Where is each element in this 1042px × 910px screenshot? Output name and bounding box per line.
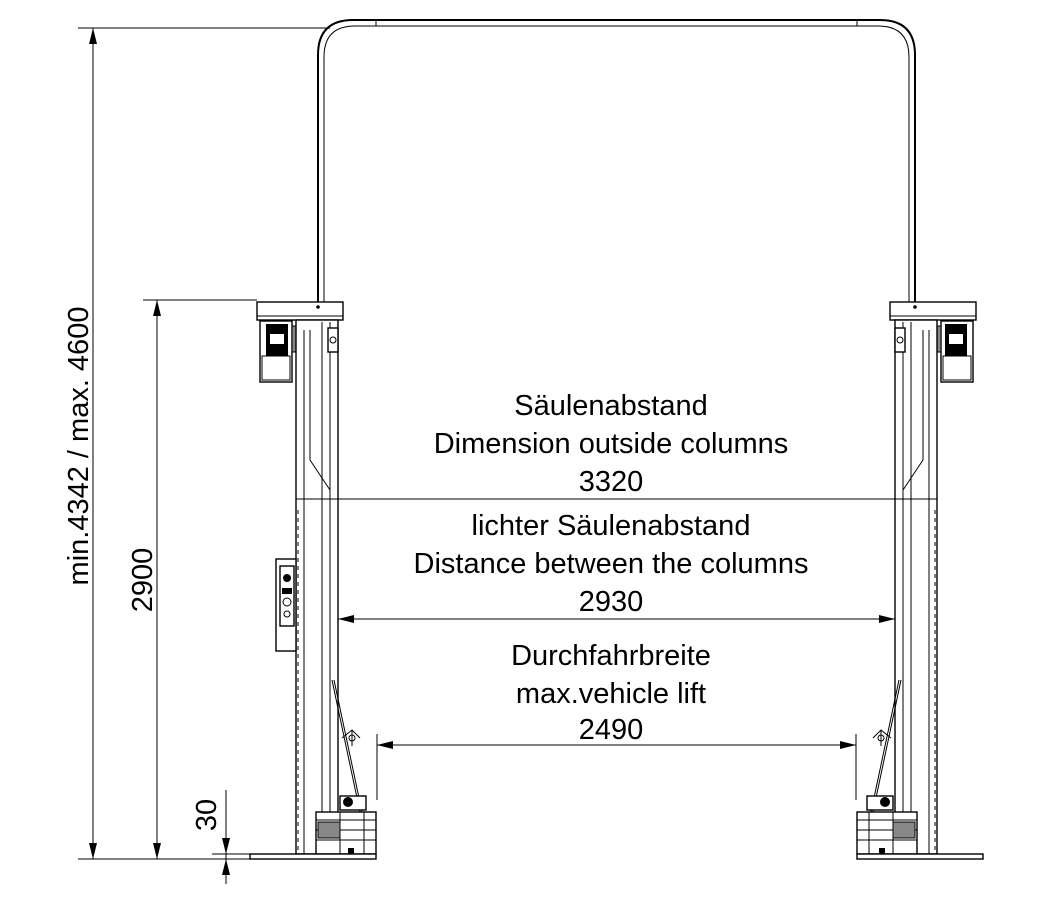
base-height-dimension: [212, 790, 250, 884]
outside-columns-value: 3320: [579, 466, 644, 498]
left-motor: [259, 320, 301, 383]
overall-height-label: min.4342 / max. 4600: [63, 307, 95, 586]
outside-columns-label-de: Säulenabstand: [514, 390, 708, 422]
vehicle-lift-label-en: max.vehicle lift: [516, 678, 706, 710]
right-arm-base: [856, 795, 918, 855]
between-columns-value: 2930: [579, 586, 644, 618]
between-columns-label-en: Distance between the columns: [414, 548, 809, 580]
outside-columns-label-en: Dimension outside columns: [434, 428, 789, 460]
overall-height-dimension: [78, 27, 330, 860]
vehicle-lift-dimension: [376, 734, 857, 800]
overhead-bar: [317, 19, 916, 302]
right-motor: [932, 320, 974, 383]
base-height-label: 30: [191, 799, 223, 831]
between-columns-dimension: [338, 615, 895, 623]
vehicle-lift-value: 2490: [579, 714, 644, 746]
right-column: [856, 301, 984, 860]
between-columns-label-de: lichter Säulenabstand: [472, 510, 751, 542]
column-height-dimension: [143, 299, 257, 859]
vehicle-lift-label-de: Durchfahrbreite: [511, 640, 711, 672]
control-box: [275, 558, 297, 652]
column-height-label: 2900: [127, 548, 159, 613]
left-column: [249, 301, 377, 860]
